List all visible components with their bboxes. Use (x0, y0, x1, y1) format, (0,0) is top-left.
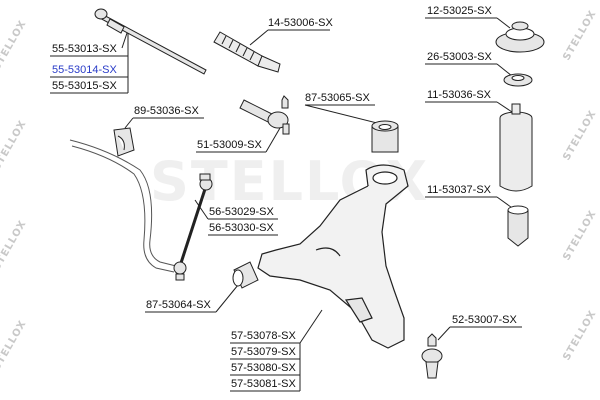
label-arm-bush-front: 87-53064-SX (146, 299, 211, 311)
label-bump-stop: 11-53037-SX (427, 184, 492, 196)
leader-bump-boot (496, 101, 513, 113)
leader-mount-cap (496, 17, 511, 29)
stab-bush-drawing (113, 127, 135, 157)
label-mount-cap: 12-53025-SX (427, 5, 492, 17)
stab-link-drawing (173, 173, 213, 281)
arm-bush-front-drawing (232, 261, 259, 289)
leader-arm (299, 309, 323, 344)
label-tie-rod-a: 55-53013-SX (52, 43, 117, 55)
leader-ball-joint (437, 326, 451, 341)
tie-rod-drawing (94, 8, 207, 75)
label-arm-b: 57-53079-SX (231, 346, 296, 358)
label-arm-bush-rear: 87-53065-SX (305, 92, 370, 104)
bump-stop-drawing (507, 205, 529, 247)
label-link-a: 56-53029-SX (209, 206, 274, 218)
bump-boot-drawing (499, 103, 533, 192)
label-ball-joint: 52-53007-SX (452, 314, 517, 326)
label-link-b: 56-53030-SX (209, 222, 274, 234)
label-bump-boot: 11-53036-SX (427, 89, 492, 101)
label-boot: 14-53006-SX (268, 17, 333, 29)
leader-boot (249, 29, 269, 46)
ball-joint-drawing (421, 333, 443, 379)
arm-bush-rear-drawing (371, 120, 399, 153)
leader-stab-bush (124, 117, 134, 129)
bearing-drawing (503, 73, 533, 87)
rack-boot-drawing (213, 31, 281, 73)
tie-rod-end-drawing (239, 95, 290, 135)
label-arm-d: 57-53081-SX (231, 378, 296, 390)
label-tie-rod-b: 55-53014-SX (52, 64, 117, 76)
label-arm-a: 57-53078-SX (231, 330, 296, 342)
stabilizer-bar-drawing (69, 139, 177, 273)
label-tie-rod-end: 51-53009-SX (197, 139, 262, 151)
leader-arm-bush-front (215, 284, 239, 313)
label-stab-bush: 89-53036-SX (134, 105, 199, 117)
control-arm-drawing (257, 164, 409, 349)
label-tie-rod-c: 55-53015-SX (52, 80, 117, 92)
leader-arm-bush-rear (304, 104, 386, 126)
leader-link (194, 199, 209, 220)
leader-tie-rod-end (265, 127, 281, 153)
leader-bearing (496, 63, 513, 77)
mount-cap-drawing (495, 21, 545, 53)
label-arm-c: 57-53080-SX (231, 362, 296, 374)
label-bearing: 26-53003-SX (427, 51, 492, 63)
